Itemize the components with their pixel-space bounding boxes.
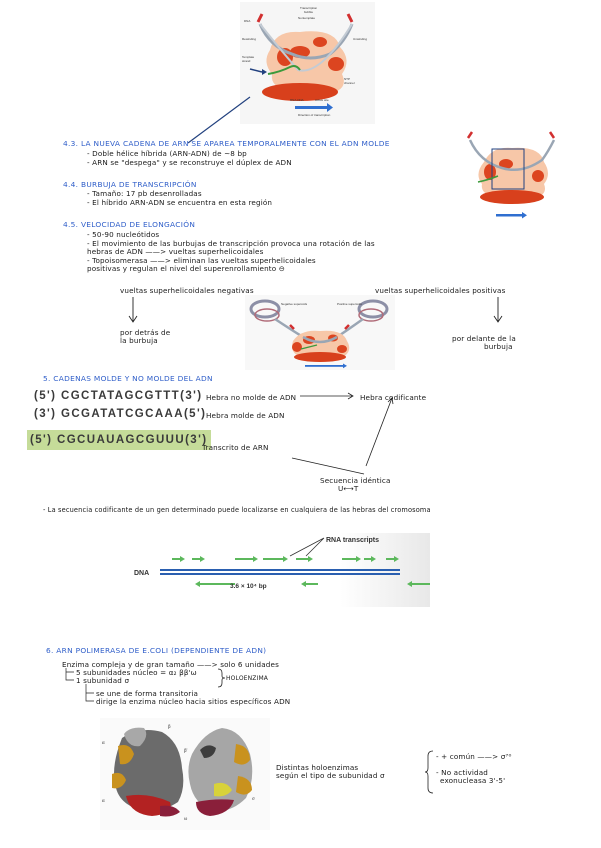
- u-t-note: U⟷T: [338, 484, 359, 493]
- sigma-directs-note: dirige la enzima núcleo hacia sitios esp…: [96, 697, 291, 706]
- dna-strand-top: [160, 569, 400, 571]
- section-4-5-bullet: - 50-90 nucleótidos: [87, 230, 160, 239]
- arrow-to-coding: [300, 392, 354, 400]
- positive-supercoil-label: vueltas superhelicoidales positivas: [375, 286, 506, 295]
- sub-arrows: [65, 668, 94, 702]
- down-arrow-left: [128, 297, 138, 323]
- direction-label: Direction of transcription: [298, 113, 331, 117]
- positive-supercoils-caption: Positive supercoils: [337, 302, 362, 306]
- section-4-4-bullet: - Tamaño: 17 pb desenrolladas: [87, 189, 202, 198]
- sigma-subunit: 1 subunidad σ: [76, 676, 130, 685]
- brace-item: - + común ——> σ⁷⁰: [436, 752, 512, 761]
- reverse-transcripts: [195, 581, 430, 587]
- omega-label: ω: [184, 817, 188, 822]
- beta-label: β: [168, 725, 171, 730]
- curly-brace: [425, 750, 434, 794]
- svg-text:Rewinding: Rewinding: [242, 37, 256, 41]
- positive-supercoil-note: burbuja: [484, 342, 513, 351]
- rna-transcript-sequence: (5') CGCUAUAGCGUUU(3'): [27, 430, 212, 450]
- svg-text:DNA: DNA: [244, 19, 250, 23]
- down-arrow-right: [493, 297, 503, 323]
- negative-supercoil-note: por detrás de: [120, 328, 171, 337]
- holoenzyme-label: HOLOENZIMA: [226, 675, 269, 682]
- transcription-bubble-small-figure: [466, 131, 556, 219]
- section-4-5-bullet: hebras de ADN ——> vueltas superhelicoida…: [87, 247, 264, 256]
- svg-text:bubble: bubble: [304, 10, 313, 14]
- section-5-heading: 5. Cadenas molde y no molde del ADN: [43, 374, 213, 383]
- rna-polymerase-structure-figure: β β' α α ω σ: [100, 718, 270, 830]
- core-subunits: 5 subunidades núcleo = α₂ ββ'ω: [76, 668, 197, 677]
- size-label: 3.6 × 10⁴ bp: [230, 583, 267, 590]
- section-4-5-bullet: - El movimiento de las burbujas de trans…: [87, 239, 375, 248]
- positive-supercoil-note: por delante de la: [452, 334, 516, 343]
- section-4-4-bullet: - El híbrido ARN-ADN se encuentra en est…: [87, 198, 273, 207]
- identical-sequence-note: Secuencia idéntica: [320, 476, 391, 485]
- nontemplate-strand-note: Hebra no molde de ADN: [206, 393, 297, 402]
- section-4-5-bullet: - Topoisomerasa ——> eliminan las vueltas…: [87, 256, 316, 265]
- sigma-transient-note: se une de forma transitoria: [96, 689, 199, 698]
- rna-transcript-note: Transcrito de ARN: [202, 443, 269, 452]
- beta-prime-label: β': [184, 749, 188, 754]
- negative-supercoils-caption: Negative supercoils: [281, 302, 308, 306]
- brace-holoenzyme: [217, 668, 226, 688]
- dna-strand-bottom: [160, 573, 400, 575]
- svg-text:NTP: NTP: [344, 77, 350, 81]
- forward-transcripts: [172, 556, 399, 562]
- section-6-line: Enzima compleja y de gran tamaño ——> sol…: [62, 660, 279, 669]
- alpha-label-2: α: [102, 799, 105, 804]
- coding-strand-note: Hebra codificante: [360, 393, 427, 402]
- template-strand-note: Hebra molde de ADN: [206, 411, 285, 420]
- brace-item: exonucleasa 3'-5': [440, 776, 506, 785]
- svg-text:Active site: Active site: [315, 98, 329, 102]
- transcription-bubble-figure: Direction of transcription Transcription…: [240, 2, 375, 124]
- holoenzymes-note: Distintas holoenzimas: [276, 763, 359, 772]
- sigma-label: σ: [252, 797, 255, 802]
- section-4-3-bullet: - Doble hélice híbrida (ARN-ADN) de ~8 b…: [87, 149, 247, 158]
- negative-supercoil-label: vueltas superhelicoidales negativas: [120, 286, 254, 295]
- alpha-label: α: [102, 741, 105, 746]
- svg-text:channel: channel: [344, 81, 355, 85]
- dna-nontemplate-sequence: (5') CGCTATAGCGTTT(3'): [34, 390, 203, 402]
- dna-label: DNA: [134, 570, 149, 577]
- svg-text:Unwinding: Unwinding: [353, 37, 367, 41]
- svg-text:RNA-DNA: RNA-DNA: [290, 98, 304, 102]
- coding-sequence-note: - La secuencia codificante de un gen det…: [43, 506, 431, 514]
- negative-supercoil-note: la burbuja: [120, 336, 158, 345]
- section-4-3-bullet: - ARN se "despega" y se reconstruye el d…: [87, 158, 292, 167]
- svg-text:Transcription: Transcription: [300, 6, 318, 10]
- svg-text:Nontemplate: Nontemplate: [298, 16, 315, 20]
- section-4-3-heading: 4.3. La nueva cadena de ARN se aparea te…: [63, 139, 390, 148]
- identity-connector-lines: [291, 397, 394, 475]
- dna-template-sequence: (3') GCGATATCGCAAA(5'): [34, 408, 207, 420]
- section-4-5-heading: 4.5. Velocidad de elongación: [63, 220, 196, 229]
- svg-text:strand: strand: [242, 59, 251, 63]
- section-4-4-heading: 4.4. Burbuja de transcripción: [63, 180, 197, 189]
- rna-polymerase-body: [266, 31, 347, 95]
- rna-transcripts-label: RNA transcripts: [326, 537, 379, 544]
- holoenzymes-note: según el tipo de subunidad σ: [276, 771, 385, 780]
- rna-transcripts-diagram: RNA transcripts DNA 3.6 × 10⁴ bp: [134, 537, 430, 590]
- svg-text:Template: Template: [242, 55, 255, 59]
- section-6-heading: 6. ARN polimerasa de E.coli (dependiente…: [46, 646, 267, 655]
- brace-item: - No actividad: [436, 768, 488, 777]
- section-4-5-bullet: positivas y regulan el nivel del superen…: [87, 264, 285, 273]
- pointer-arrow: [187, 96, 251, 144]
- supercoil-figure: Negative supercoils Positive supercoils: [245, 295, 395, 370]
